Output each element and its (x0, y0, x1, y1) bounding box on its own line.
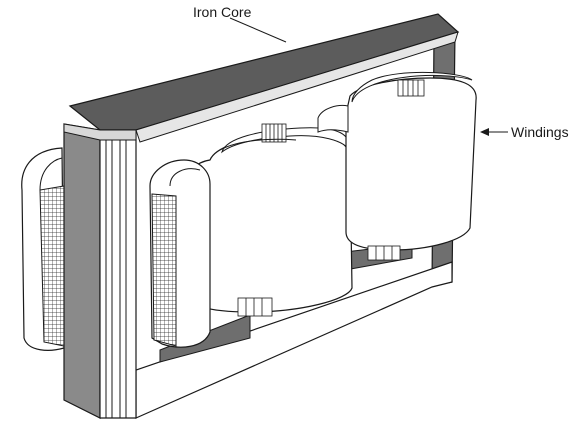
iron-core-label: Iron Core (193, 4, 252, 20)
core-left-limb (63, 123, 137, 419)
middle-winding-top (219, 138, 297, 151)
left-winding (21, 147, 65, 351)
windings-leader (480, 128, 508, 136)
middle-winding (185, 123, 353, 317)
iron-core-leader (229, 17, 287, 43)
core-top-yoke (68, 13, 460, 143)
front-winding-mesh (149, 159, 211, 348)
windings-label: Windings (511, 124, 569, 140)
right-winding (317, 71, 477, 261)
